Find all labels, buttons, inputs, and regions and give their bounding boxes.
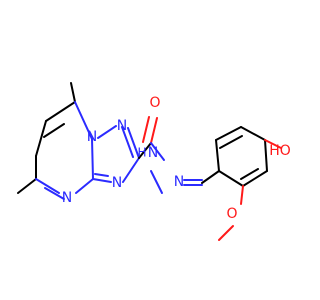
atom-label-n-bridge-top: N <box>87 129 97 145</box>
molecule-canvas: N N N N N H N O HO O <box>17 82 291 241</box>
atom-label-n-triazole-top: N <box>117 118 127 134</box>
benzene-bond-5 <box>242 170 268 187</box>
molecule-structure: N N N N N H N O HO O <box>17 82 291 241</box>
methoxy-bond-1 <box>240 185 244 205</box>
triazole-bond-3 <box>122 157 140 183</box>
atom-label-o-carbonyl: O <box>149 95 160 111</box>
benzene-double-bond-1 <box>219 135 243 149</box>
benzene-bond-6 <box>218 170 244 187</box>
atom-label-o-hydroxyl: HO <box>269 143 291 159</box>
triazole-double-bond-1 <box>121 126 134 158</box>
pyrimidine-bond-4 <box>35 178 60 194</box>
atom-label-n-imine: N <box>174 174 184 190</box>
pyrimidine-double-bond-1 <box>43 123 65 138</box>
atom-label-o-methoxy: O <box>226 206 237 222</box>
benzene-bond-2 <box>215 126 242 141</box>
benzylidene-bond <box>201 170 220 184</box>
methoxy-bond-2 <box>218 225 234 241</box>
carbonyl-bond-1 <box>150 117 158 144</box>
bond-layer <box>17 82 282 241</box>
pyrimidine-bond-5 <box>75 178 94 194</box>
triazole-bond-2 <box>127 127 140 159</box>
pyrimidine-double-bond-2 <box>44 187 65 200</box>
carbonyl-bond-2 <box>142 116 150 143</box>
atom-label-layer: N N N N N H N O HO O <box>62 95 291 222</box>
pyrimidine-bond-6 <box>91 138 94 180</box>
benzene-bond-1 <box>215 139 220 172</box>
benzene-bond-4 <box>264 139 268 172</box>
benzene-bond-3 <box>240 126 266 141</box>
triazole-bond-1 <box>97 125 117 139</box>
carbonyl-link-bond <box>138 142 152 159</box>
methyl-bond-left <box>17 178 37 194</box>
atom-label-n-amide: N <box>148 145 158 161</box>
methyl-bond-top <box>70 82 76 103</box>
pyrimidine-bond-7 <box>74 101 93 140</box>
triazole-bond-4 <box>92 178 112 183</box>
atom-label-h-amide: H <box>137 146 146 160</box>
pyrimidine-bond-1 <box>45 101 76 122</box>
amide-bond <box>150 142 165 161</box>
pyrimidine-bond-2 <box>35 120 47 157</box>
atom-label-n-triazole-bottom: N <box>112 175 122 191</box>
triazole-double-bond-2 <box>94 173 109 177</box>
hydroxyl-bond <box>264 139 282 149</box>
benzene-double-bond-2 <box>240 168 259 180</box>
hydrazide-bond-1 <box>150 170 163 194</box>
atom-label-n-pyrimidine: N <box>62 190 72 206</box>
